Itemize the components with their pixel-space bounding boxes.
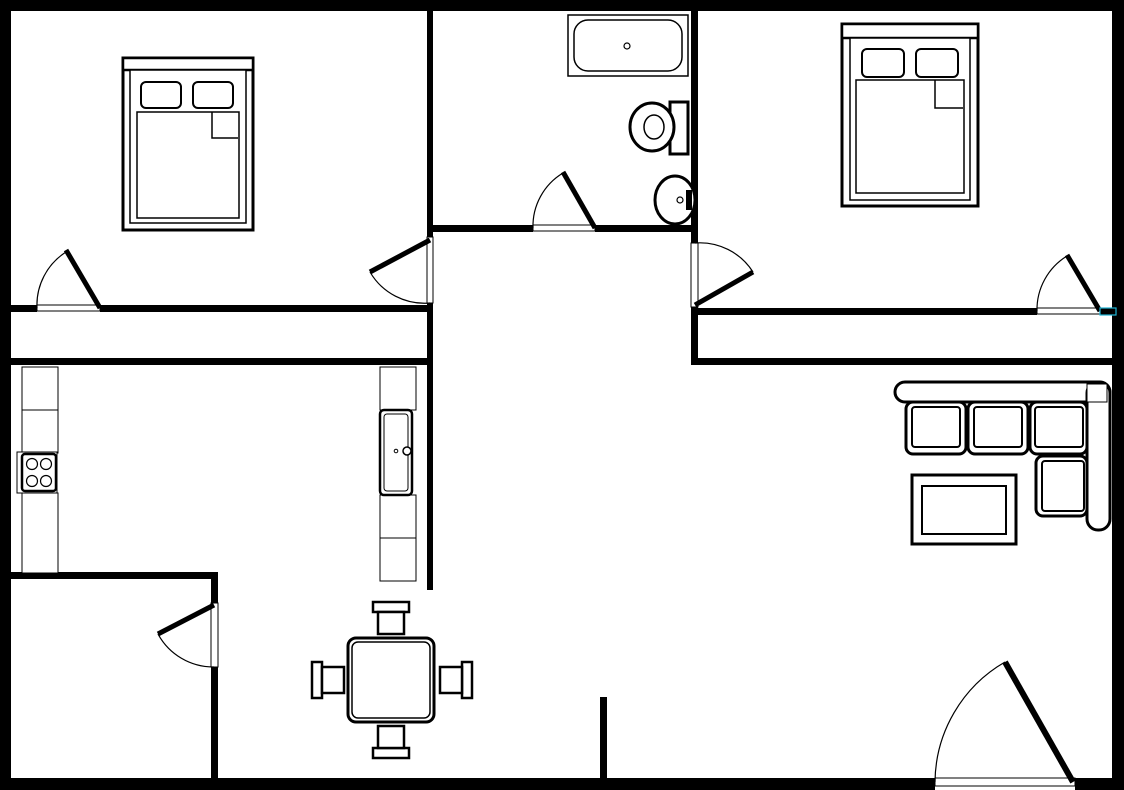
stove: [16, 451, 58, 494]
dining-set: [310, 600, 474, 760]
door-closet[interactable]: [156, 602, 219, 668]
kitchen-sink: [378, 408, 414, 497]
bathtub: [567, 14, 689, 77]
chair-top: [371, 600, 411, 636]
chair-right: [438, 660, 474, 700]
bed-left: [121, 56, 255, 232]
chair-left: [310, 660, 346, 700]
doors: [36, 170, 1117, 787]
door-bedroom-left-hall[interactable]: [368, 236, 434, 304]
kitchen-counter-left: [16, 366, 59, 574]
selection-marker: [1099, 307, 1117, 316]
chair-bottom: [371, 724, 411, 760]
door-bedroom-right-hall[interactable]: [690, 242, 755, 308]
coffee-table: [910, 473, 1018, 546]
door-bedroom-right[interactable]: [1036, 253, 1117, 316]
toilet: [628, 100, 690, 156]
door-bedroom-left[interactable]: [36, 248, 103, 312]
kitchen-counter-right: [378, 366, 417, 582]
sofa: [893, 380, 1112, 532]
bed-right: [840, 22, 980, 208]
door-front[interactable]: [934, 660, 1076, 787]
bathroom-sink: [653, 174, 697, 226]
door-bathroom[interactable]: [532, 170, 598, 232]
